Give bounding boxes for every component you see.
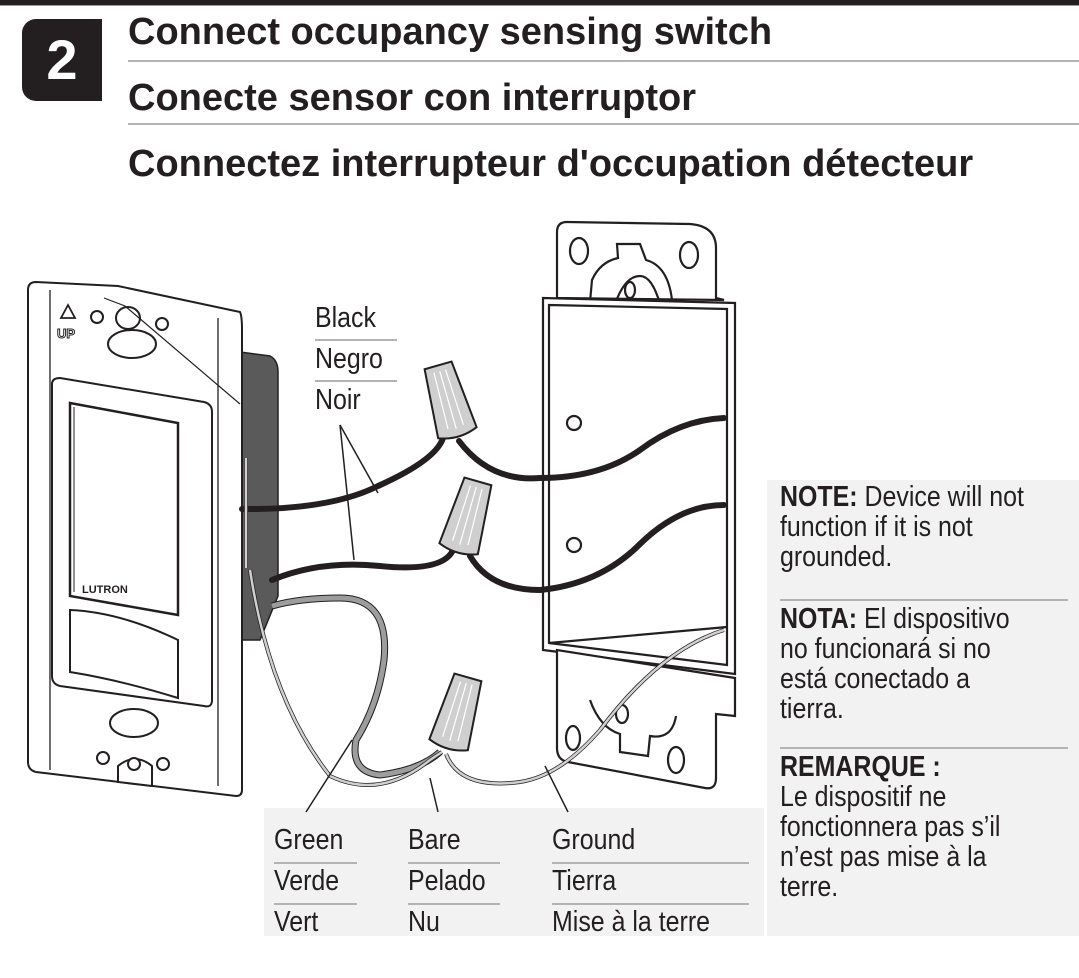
note-line: grounded. (780, 541, 893, 573)
mounting-hole (115, 306, 141, 330)
wire-legend-panel (264, 808, 764, 936)
switch-paddle (68, 401, 180, 617)
occupancy-sensor-lens (69, 608, 179, 700)
green-wire (271, 595, 442, 778)
up-mark: UP (57, 326, 75, 341)
mounting-hole-slot (109, 708, 159, 738)
note-label: REMARQUE : (780, 751, 941, 783)
junction-box-bottom-tab (555, 648, 737, 790)
note-line: function if it is not (780, 511, 973, 543)
junction-box-body (541, 296, 737, 676)
black-wire-line (456, 415, 727, 482)
note-line: terre. (780, 871, 839, 903)
label-black-es: Negro (315, 343, 383, 375)
occupancy-sensing-switch (27, 280, 243, 798)
note-line: tierra. (780, 693, 844, 725)
label-green-en: Green (274, 824, 344, 856)
title-english: Connect occupancy sensing switch (128, 11, 773, 53)
note-line: fonctionnera pas s’il (780, 811, 1001, 843)
wire-nut-icon (438, 476, 493, 556)
top-bar (0, 0, 1079, 6)
mounting-hole (666, 745, 686, 775)
title-french: Connectez interrupteur d'occupation déte… (128, 143, 974, 185)
label-black-fr: Noir (315, 384, 361, 416)
title-divider (128, 123, 1079, 125)
bare-ground-wire (444, 628, 725, 785)
black-label-leaders (339, 424, 379, 561)
bonding-wire (103, 297, 241, 405)
black-wire-line (239, 435, 446, 513)
label-ground-es: Tierra (552, 865, 617, 897)
note-line: Device will not (864, 481, 1024, 513)
label-green-fr: Vert (274, 906, 319, 938)
note-label: NOTE: (780, 481, 858, 513)
bare-switch-wire (248, 569, 443, 787)
mounting-hole (568, 236, 590, 266)
grounding-note-panel (767, 480, 1079, 936)
note-english: NOTE: Device will not function if it is … (780, 482, 1072, 572)
screw-hole (565, 536, 583, 554)
black-wire-line (467, 502, 727, 594)
junction-box-top-tab (555, 220, 725, 302)
label-dividers (274, 339, 1068, 905)
label-bare-en: Bare (408, 824, 461, 856)
black-wires (239, 415, 727, 594)
black-wire-line (269, 549, 455, 583)
note-french: REMARQUE : Le dispositif ne fonctionnera… (780, 752, 1072, 902)
up-arrow-icon (59, 303, 77, 319)
mounting-hole (564, 724, 582, 752)
note-line: n’est pas mise à la (780, 841, 987, 873)
title-spanish: Conecte sensor con interruptor (128, 77, 696, 119)
wire-nut-icon (423, 360, 478, 440)
note-label: NOTA: (780, 603, 858, 635)
title-divider (128, 60, 1079, 62)
label-green-es: Verde (274, 865, 340, 897)
wire-nut-icon (428, 672, 483, 752)
step-number-badge: 2 (22, 19, 102, 101)
note-line: está conectado a (780, 663, 970, 695)
mounting-hole (678, 240, 700, 270)
label-bare-fr: Nu (408, 906, 440, 938)
bottom-label-leaders (305, 739, 569, 813)
mounting-hole-slot (107, 329, 157, 359)
label-ground-fr: Mise à la terre (552, 906, 711, 938)
switch-back-housing (239, 351, 279, 641)
note-spanish: NOTA: El dispositivo no funcionará si no… (780, 604, 1072, 724)
screw-hole (565, 414, 583, 432)
label-ground-en: Ground (552, 824, 636, 856)
label-bare-es: Pelado (408, 865, 486, 897)
label-black-en: Black (315, 302, 376, 334)
brand-logo: LUTRON (82, 584, 128, 596)
note-line: El dispositivo (864, 603, 1010, 635)
note-line: no funcionará si no (780, 633, 991, 665)
note-line: Le dispositif ne (780, 781, 947, 813)
